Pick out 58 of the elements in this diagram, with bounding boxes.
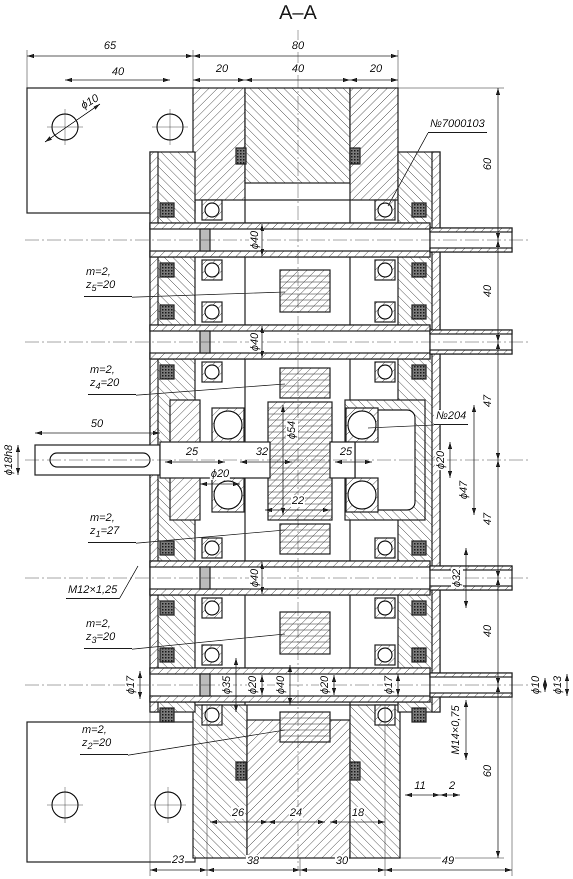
dimension-label: 80 [290, 40, 306, 52]
callout-label: m=2, z$_{4}$=20 [88, 364, 136, 396]
dimension-label: 38 [246, 855, 260, 867]
dimension-label: ϕ54 [286, 420, 298, 440]
dimension-label: 50 [90, 418, 104, 430]
dimension-label: ϕ13 [552, 674, 564, 696]
leader-line [132, 634, 286, 650]
dimension-label: 60 [482, 764, 494, 778]
dimension-label: 22 [290, 495, 306, 507]
dimension-label: 20 [368, 63, 384, 75]
dimension-label: 23 [170, 854, 186, 866]
dimension-label: 47 [482, 394, 494, 408]
dimension-label: ϕ20 [435, 450, 447, 470]
callout-label: M12×1,25 [66, 584, 120, 599]
dimension-label: ϕ35 [221, 674, 233, 696]
callout-label: m=2, z$_{2}$=20 [80, 724, 128, 756]
leader-line [118, 566, 138, 600]
callout-label: №204 [434, 410, 468, 425]
leader-line [132, 292, 286, 298]
dimension-label: ϕ47 [458, 480, 470, 500]
dimension-label: ϕ40 [249, 568, 261, 588]
dimension-label: 65 [102, 40, 118, 52]
callout-label: m=2, z$_{5}$=20 [84, 266, 132, 298]
callout-label: m=2, z$_{1}$=27 [88, 512, 136, 544]
leader-line [388, 132, 428, 206]
dimension-label: 30 [334, 855, 350, 867]
dimension-label: 40 [290, 63, 306, 75]
dimension-label: ϕ32 [451, 568, 463, 588]
dimension-label: ϕ18h8 [3, 444, 15, 476]
dimension-label: ϕ20 [319, 674, 331, 696]
dimension-label: 25 [184, 446, 200, 458]
dimension-label: 49 [440, 855, 456, 867]
section-title: A–A [279, 2, 317, 25]
callout-label: №7000103 [428, 118, 487, 133]
dimension-label: ϕ40 [275, 674, 287, 696]
dimension-label: 40 [110, 66, 126, 78]
dimension-label: 32 [254, 446, 270, 458]
dimension-label: 40 [482, 624, 494, 638]
dimension-label: 26 [230, 807, 246, 819]
dimension-label: M14×0,75 [450, 704, 462, 756]
dimension-label: ϕ20 [210, 468, 230, 480]
callout-label: m=2, z$_{3}$=20 [84, 618, 132, 650]
dimension-label: 25 [338, 446, 354, 458]
dimension-label: ϕ40 [249, 332, 261, 352]
dimension-label: 24 [288, 807, 304, 819]
dimension-label: ϕ20 [247, 674, 259, 696]
dimension-label: 2 [448, 780, 456, 792]
dimension-label: 60 [482, 156, 494, 172]
dimension-label: ϕ40 [249, 230, 261, 250]
dimension-label: 47 [482, 512, 494, 526]
dimension-label: 20 [214, 63, 230, 75]
dimension-label: 11 [413, 780, 427, 792]
dimension-label: 40 [482, 284, 494, 298]
dimension-label: ϕ10 [530, 674, 542, 696]
dimension-label: 18 [350, 807, 366, 819]
dimension-label: ϕ17 [125, 674, 137, 696]
dimension-label: ϕ17 [383, 674, 395, 696]
leader-line [128, 730, 286, 756]
